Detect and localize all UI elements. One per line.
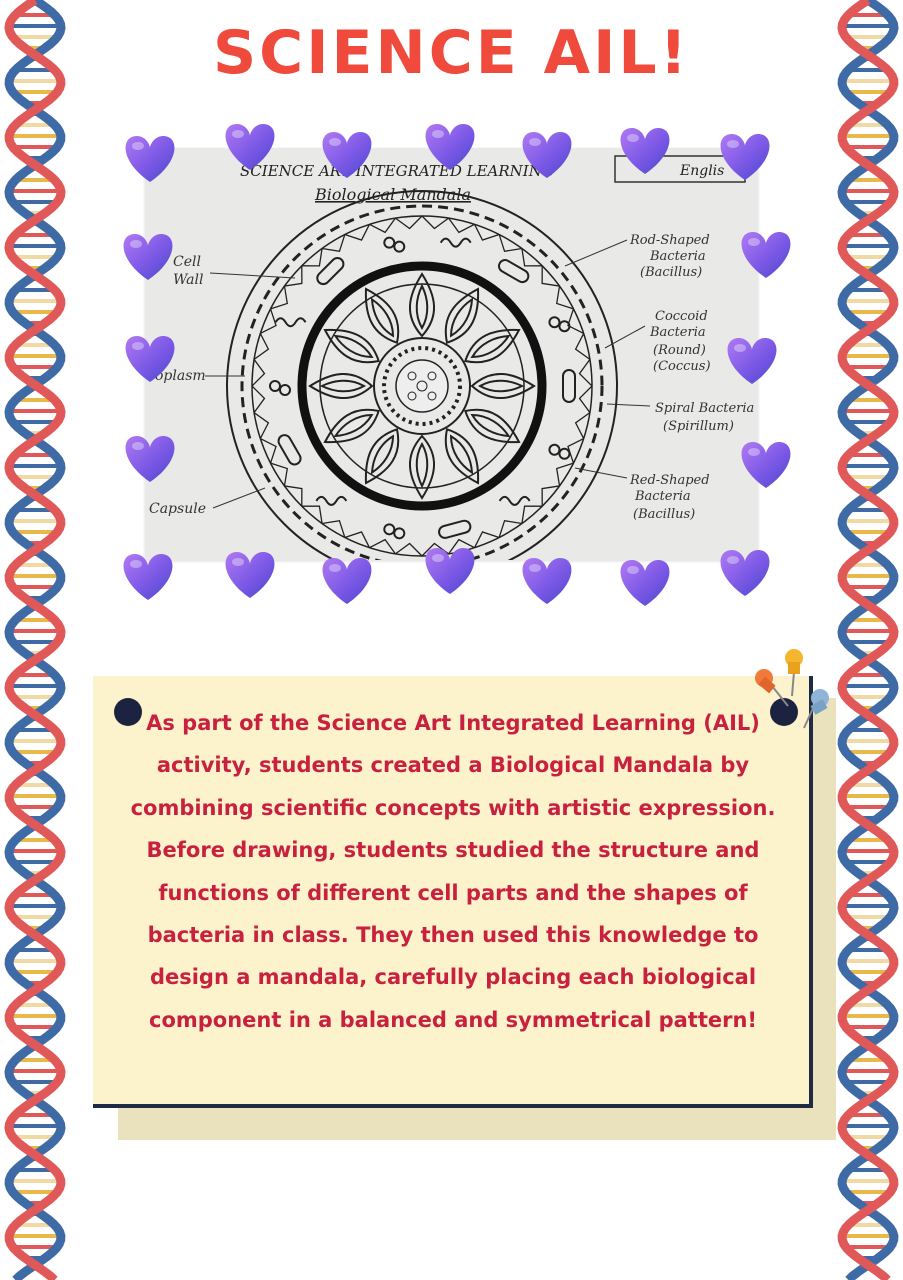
label-cytoplasm: oplasm (155, 368, 206, 384)
note-card (93, 676, 813, 1108)
note-text: As part of the Science Art Integrated Le… (130, 711, 776, 1032)
drawing-heading: SCIENCE ART INTEGRATED LEARNING (240, 162, 554, 180)
heart-icon (620, 560, 670, 606)
bullet-dot-left (114, 698, 142, 726)
label-spiral: Spiral Bacteria(Spirillum) (655, 401, 754, 434)
mandala-drawing (226, 190, 618, 560)
heart-icon (322, 558, 372, 604)
pushpin-icon (755, 649, 829, 729)
mandala-photo: SCIENCE ART INTEGRATED LEARNING Englis B… (145, 148, 758, 560)
heart-icon (522, 558, 572, 604)
heart-icon (123, 554, 173, 600)
bullet-dot-right (770, 698, 798, 726)
page-title: SCIENCE AIL! (212, 18, 691, 88)
label-capsule: Capsule (149, 501, 206, 517)
dna-helix-right (837, 0, 899, 1280)
drawing-subtitle: Biological Mandala (314, 185, 471, 204)
drawing-heading-right: Englis (679, 163, 724, 179)
dna-helix-left (4, 0, 66, 1280)
